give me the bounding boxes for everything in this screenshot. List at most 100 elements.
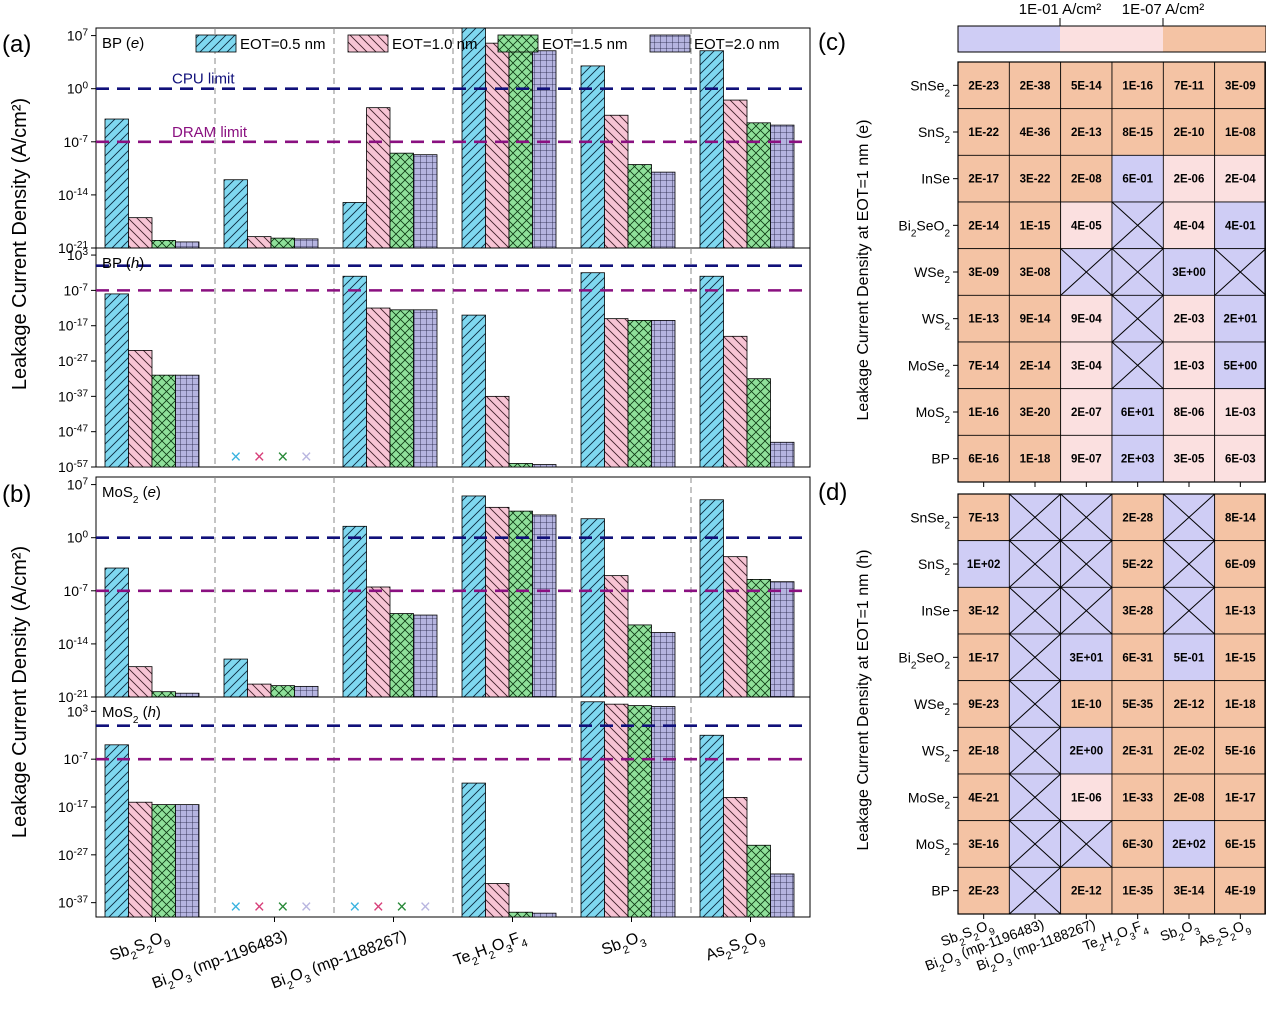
- heat-cell: [1214, 633, 1266, 682]
- bar: [580, 272, 605, 468]
- y-tick-label: 10-17: [58, 317, 88, 334]
- heat-cell: [1060, 866, 1113, 915]
- bar: [627, 705, 652, 918]
- cell-value: 4E-04: [1174, 220, 1205, 232]
- bar: [723, 335, 748, 468]
- missing-marker: ×: [349, 897, 360, 918]
- cell-cross: [1162, 493, 1216, 542]
- cell-value: 1E-06: [1071, 792, 1102, 804]
- cell-cross: [1162, 586, 1216, 635]
- y-tick-label: 10-21: [58, 240, 88, 257]
- row-label: SnS2: [918, 556, 950, 578]
- bar: [128, 666, 153, 698]
- row-label: InSe: [921, 171, 950, 187]
- bar: [604, 703, 629, 918]
- cell-value: 2E+01: [1224, 314, 1258, 326]
- heat-cell: [1214, 540, 1266, 588]
- y-tick-label: 100: [67, 80, 89, 97]
- legend-swatch: [497, 34, 539, 53]
- cell-value: 2E+03: [1121, 454, 1155, 466]
- heatmap-column-label: Sb2O3: [1158, 916, 1203, 950]
- cell-value: 1E-03: [1225, 407, 1256, 419]
- row-label: BP: [931, 451, 950, 467]
- cell-value: 1E-33: [1122, 792, 1153, 804]
- ylabel-panel-d: Leakage Current Density at EOT=1 nm (h): [855, 549, 872, 850]
- bar: [508, 46, 533, 249]
- heat-cell: [1060, 294, 1113, 343]
- cell-cross: [1111, 201, 1164, 250]
- cell-value: 3E-20: [1020, 407, 1051, 419]
- bar: [247, 683, 272, 698]
- bar: [699, 275, 724, 468]
- y-tick-label: 10-47: [58, 423, 88, 440]
- dram-limit-label: DRAM limit: [172, 124, 248, 141]
- bar: [770, 581, 795, 698]
- cell-value: 2E-08: [1071, 174, 1102, 186]
- y-tick-label: 107: [67, 476, 89, 493]
- cell-value: 2E-12: [1071, 886, 1102, 898]
- bar: [651, 632, 676, 698]
- heat-cell: [1162, 61, 1216, 110]
- cell-value: 5E-14: [1071, 80, 1102, 92]
- cell-value: 2E-10: [1174, 127, 1205, 139]
- y-tick-label: 10-14: [58, 186, 88, 203]
- cell-value: 1E-17: [968, 652, 999, 664]
- heat-cell: [957, 108, 1010, 156]
- y-tick-label: 10-7: [64, 282, 89, 299]
- bar: [104, 567, 129, 698]
- cell-value: 2E-23: [968, 886, 999, 898]
- cell-value: 2E-06: [1174, 174, 1205, 186]
- y-tick-label: 10-37: [58, 894, 88, 911]
- heat-cell: [1162, 154, 1216, 203]
- cell-value: 1E-13: [968, 314, 999, 326]
- cell-value: 1E-18: [1020, 454, 1051, 466]
- row-label: InSe: [921, 603, 950, 619]
- cell-value: 3E+00: [1172, 267, 1206, 279]
- cell-value: 3E-16: [968, 839, 999, 851]
- x-category-label: As2S2O9: [704, 928, 768, 969]
- heatmap-column-label: Sb2S2O9: [938, 916, 997, 955]
- heat-cell: [1162, 294, 1216, 343]
- cell-cross: [1060, 820, 1113, 868]
- y-tick-label: 10-27: [58, 353, 88, 370]
- cell-cross: [1008, 866, 1062, 915]
- bar: [485, 883, 510, 918]
- ylabel-panel-a: Leakage Current Density (A/cm²): [9, 98, 31, 390]
- y-tick-label: 100: [67, 529, 89, 546]
- heatmap-column-label: As2S2O9: [1196, 916, 1254, 955]
- heat-cell: [1162, 866, 1216, 915]
- heat-cell: [957, 294, 1010, 343]
- heat-cell: [1060, 434, 1113, 483]
- bar: [580, 65, 605, 249]
- cell-value: 3E-08: [1020, 267, 1051, 279]
- bar: [294, 238, 319, 249]
- cell-value: 1E+02: [967, 559, 1001, 571]
- heat-cell: [1111, 820, 1164, 868]
- cell-value: 1E-13: [1225, 606, 1256, 618]
- cell-value: 3E-28: [1122, 606, 1153, 618]
- cell-value: 3E-22: [1020, 174, 1051, 186]
- cell-value: 2E-12: [1174, 699, 1205, 711]
- legend-entry: EOT=2.0 nm: [694, 36, 779, 53]
- heat-cell: [1162, 341, 1216, 390]
- y-tick-label: 10-21: [58, 689, 88, 706]
- bar: [270, 237, 295, 249]
- cell-value: 5E+00: [1224, 360, 1258, 372]
- bar: [461, 27, 486, 249]
- missing-marker: ×: [301, 897, 312, 918]
- bar: [413, 614, 438, 698]
- cell-value: 8E-06: [1174, 407, 1205, 419]
- heat-cell: [1060, 388, 1113, 436]
- missing-marker: ×: [254, 447, 265, 468]
- y-tick-label: 10-17: [58, 799, 88, 816]
- row-label: WSe2: [914, 696, 950, 718]
- y-tick-label: 103: [67, 703, 89, 720]
- bar: [651, 320, 676, 468]
- row-label: Bi2SeO2: [898, 649, 950, 671]
- cell-value: 3E-05: [1174, 454, 1205, 466]
- heat-cell: [1111, 388, 1164, 436]
- bar: [223, 179, 248, 249]
